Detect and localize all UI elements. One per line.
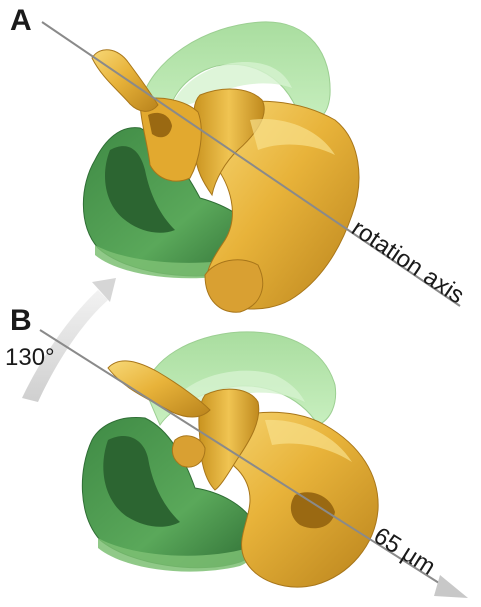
scale-label: 65 µm (369, 522, 440, 581)
panel-b-gold-side-lobe (172, 436, 205, 467)
panel-a: A rotation axis (10, 4, 469, 312)
panel-b: B 130° 65 µm (5, 304, 468, 598)
rotation-angle-label: 130° (5, 344, 55, 371)
panel-b-axis-arrowhead (434, 575, 468, 598)
panel-b-label: B (10, 304, 32, 337)
panel-a-gold-lower-lobe (205, 260, 263, 312)
panel-a-gold-stalk (92, 50, 158, 112)
rotation-arrow (22, 278, 116, 402)
rotation-axis-label: rotation axis (347, 215, 469, 310)
panel-a-label: A (10, 4, 32, 37)
